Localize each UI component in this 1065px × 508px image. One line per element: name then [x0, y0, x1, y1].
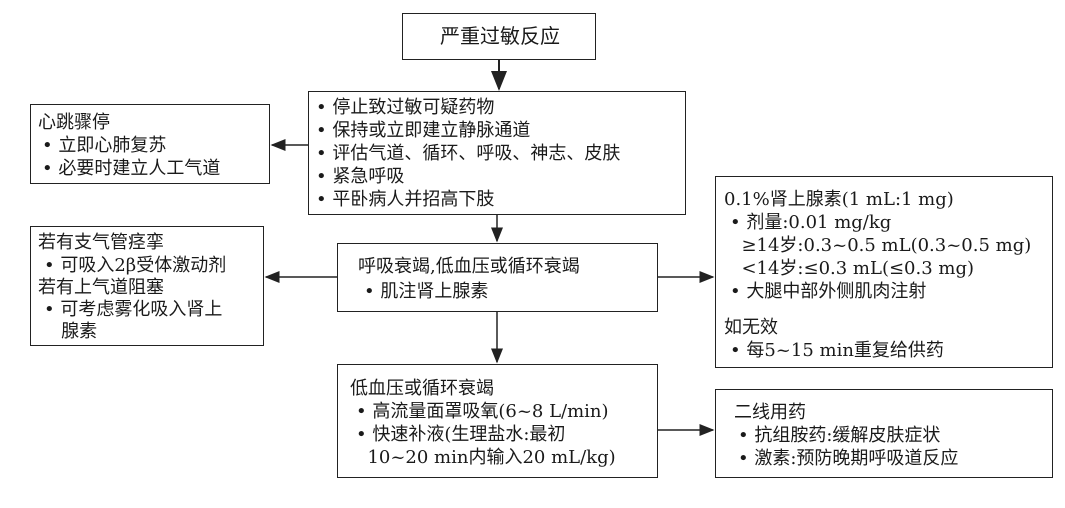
hypotension-line-3: 10~20 min内输入20 mL/kg)	[356, 447, 616, 468]
airway-line-5: 腺素	[44, 321, 98, 342]
second-line-item-1: • 抗组胺药:缓解皮肤症状	[738, 425, 941, 446]
hypotension-line-1: • 高流量面罩吸氧(6~8 L/min)	[356, 401, 609, 422]
airway-box	[30, 226, 264, 346]
initial-steps-box	[308, 91, 686, 215]
respiratory-line-2: • 肌注肾上腺素	[364, 281, 489, 302]
respiratory-box	[337, 243, 658, 312]
respiratory-line-1: 呼吸衰竭,低血压或循环衰竭	[358, 256, 580, 277]
epinephrine-box	[715, 176, 1053, 368]
initial-step-3: • 评估气道、循环、呼吸、神志、皮肤	[316, 143, 621, 164]
airway-line-1: 若有支气管痉挛	[38, 232, 164, 253]
epinephrine-fail-line: • 每5~15 min重复给供药	[730, 340, 944, 361]
initial-step-1: • 停止致过敏可疑药物	[316, 97, 495, 118]
hypotension-line-2: • 快速补液(生理盐水:最初	[356, 424, 566, 445]
cardiac-arrest-item-1: • 立即心肺复苏	[42, 135, 167, 156]
second-line-box	[715, 389, 1053, 478]
initial-step-2: • 保持或立即建立静脉通道	[316, 120, 531, 141]
epinephrine-line-2: ≥14岁:0.3~0.5 mL(0.3~0.5 mg)	[730, 235, 1032, 256]
cardiac-arrest-title: 心跳骤停	[38, 112, 110, 133]
epinephrine-title: 0.1%肾上腺素(1 mL:1 mg)	[724, 189, 954, 210]
airway-line-4: • 可考虑雾化吸入肾上	[44, 299, 223, 320]
cardiac-arrest-item-2: • 必要时建立人工气道	[42, 158, 221, 179]
epinephrine-line-3: <14岁:≤0.3 mL(≤0.3 mg)	[730, 258, 975, 279]
second-line-item-2: • 激素:预防晚期呼吸道反应	[738, 448, 959, 469]
airway-line-3: 若有上气道阻塞	[38, 277, 164, 298]
second-line-title: 二线用药	[734, 402, 806, 423]
epinephrine-line-1: • 剂量:0.01 mg/kg	[730, 212, 892, 233]
top-box	[402, 13, 596, 60]
cardiac-arrest-box	[30, 104, 270, 184]
top-title: 严重过敏反应	[440, 24, 560, 48]
initial-step-4: • 紧急呼吸	[316, 166, 405, 187]
epinephrine-fail-title: 如无效	[724, 317, 778, 338]
hypotension-box	[337, 364, 658, 478]
epinephrine-line-4: • 大腿中部外侧肌肉注射	[730, 281, 927, 302]
initial-step-5: • 平卧病人并招高下肢	[316, 189, 495, 210]
hypotension-title: 低血压或循环衰竭	[350, 378, 494, 399]
airway-line-2: • 可吸入2β受体激动剂	[44, 255, 227, 276]
